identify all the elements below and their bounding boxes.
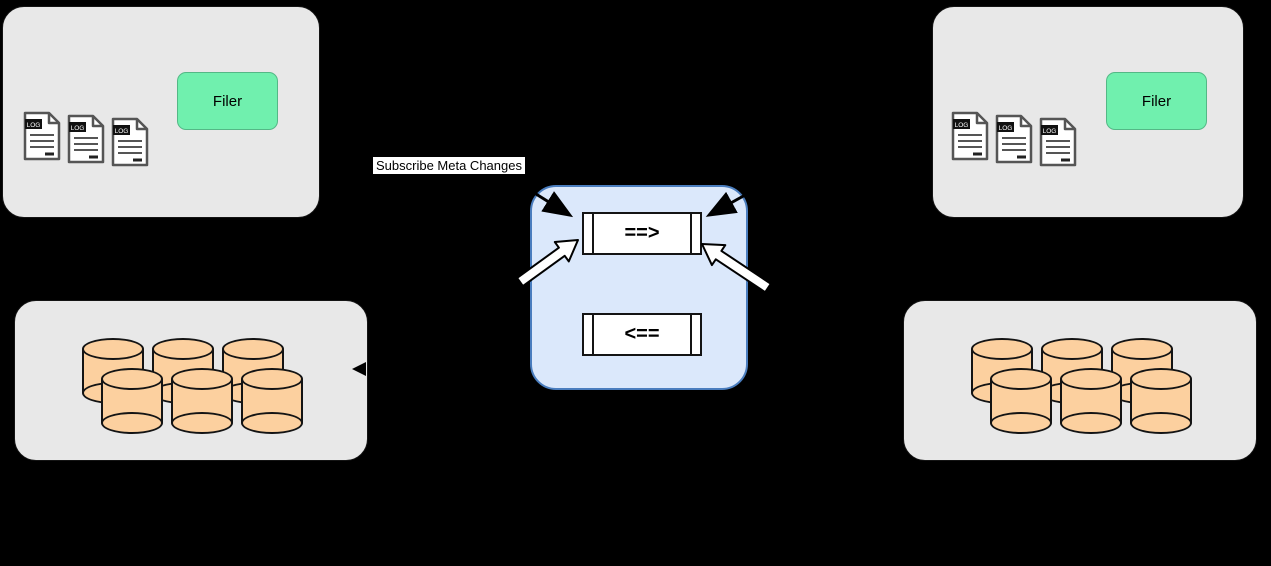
log-badge-label: LOG bbox=[71, 125, 85, 132]
filer-node: Filer bbox=[177, 72, 278, 130]
queue-forward-topic: ==> bbox=[582, 212, 702, 255]
volume-cylinder bbox=[1060, 368, 1122, 434]
log-file-icon: LOG bbox=[995, 114, 1033, 164]
log-file-icon: LOG bbox=[111, 117, 149, 167]
volume-cylinder bbox=[171, 368, 233, 434]
subscribe-meta-changes-label: Subscribe Meta Changes bbox=[373, 157, 525, 174]
left-filer-cluster: LOG LOG LOG Filer bbox=[2, 6, 320, 218]
volume-cylinder bbox=[1130, 368, 1192, 434]
volume-cylinder bbox=[990, 368, 1052, 434]
log-badge-label: LOG bbox=[999, 125, 1013, 132]
log-file-icon: LOG bbox=[23, 111, 61, 161]
volume-cylinder bbox=[241, 368, 303, 434]
message-queue-panel: ==> <== bbox=[530, 185, 748, 390]
right-filer-cluster: LOG LOG LOG Filer bbox=[932, 6, 1244, 218]
volume-cylinder bbox=[101, 368, 163, 434]
log-file-icon: LOG bbox=[67, 114, 105, 164]
filer-node: Filer bbox=[1106, 72, 1207, 130]
log-badge-label: LOG bbox=[27, 122, 41, 129]
log-file-icon: LOG bbox=[1039, 117, 1077, 167]
queue-backward-topic: <== bbox=[582, 313, 702, 356]
log-badge-label: LOG bbox=[115, 128, 129, 135]
right-volume-cluster bbox=[903, 300, 1257, 461]
log-badge-label: LOG bbox=[955, 122, 969, 129]
log-badge-label: LOG bbox=[1043, 128, 1057, 135]
left-volume-cluster bbox=[14, 300, 368, 461]
log-file-icon: LOG bbox=[951, 111, 989, 161]
